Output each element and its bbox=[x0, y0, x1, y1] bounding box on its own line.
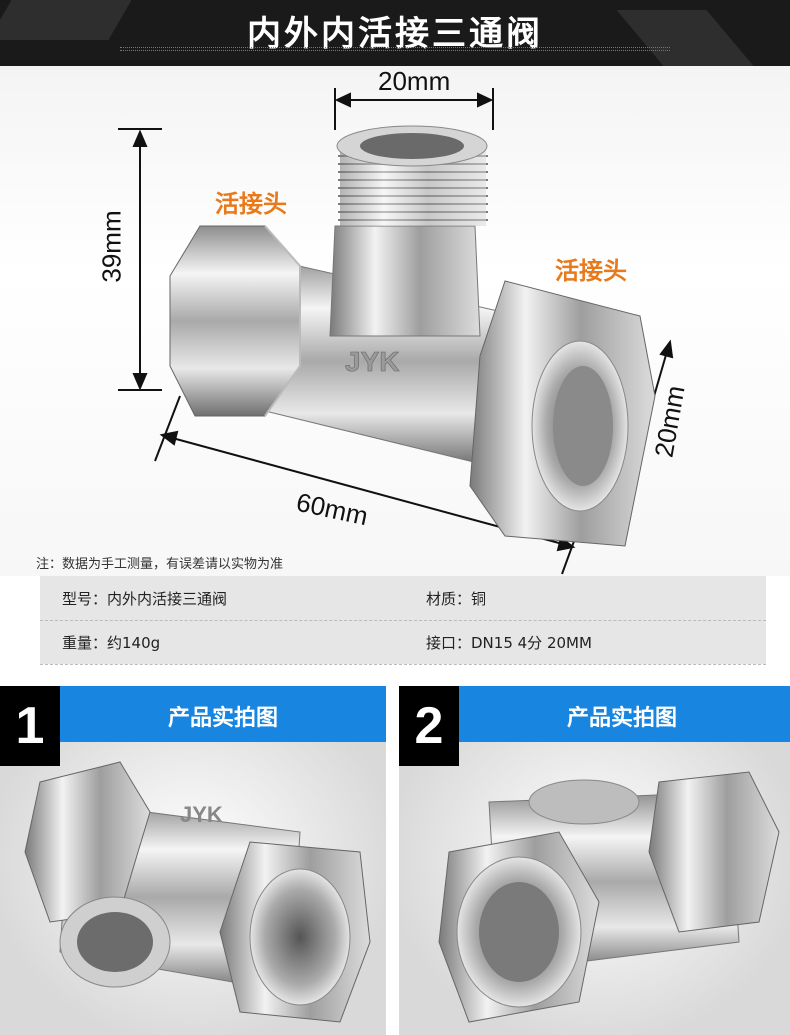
product-hero: JYK 20mm 39mm 20mm 60mm 活接头 活接头 bbox=[0, 66, 790, 576]
spec-row: 型号：内外内活接三通阀 材质：铜 bbox=[40, 576, 766, 621]
product-photo-illustration bbox=[438, 771, 780, 1023]
spec-interface: 接口：DN15 4分 20MM bbox=[426, 634, 592, 652]
panel-caption: 产品实拍图 bbox=[566, 706, 677, 731]
decor-line bbox=[120, 47, 670, 51]
tee-body: JYK bbox=[169, 125, 656, 547]
photo-panel-1: JYK 1 产品实拍图 bbox=[0, 686, 386, 1035]
photo-panel-2: 2 产品实拍图 bbox=[399, 686, 790, 1035]
right-union-label: 活接头 bbox=[555, 257, 627, 285]
product-photo-2 bbox=[399, 742, 790, 1035]
svg-text:JYK: JYK bbox=[180, 802, 223, 827]
spec-model: 型号：内外内活接三通阀 bbox=[62, 590, 228, 608]
spec-table: 型号：内外内活接三通阀 材质：铜 重量：约140g 接口：DN15 4分 20M… bbox=[40, 576, 766, 665]
dimension-top-label: 20mm bbox=[378, 66, 451, 96]
product-photo-illustration: JYK bbox=[24, 761, 371, 1023]
dimension-height-label: 39mm bbox=[96, 210, 127, 283]
measurement-note: 注：数据为手工测量，有误差请以实物为准 bbox=[36, 557, 284, 572]
panel-number: 2 bbox=[399, 686, 459, 766]
product-illustration: JYK bbox=[118, 88, 674, 575]
product-photo-1: JYK bbox=[0, 742, 386, 1035]
dimension-top bbox=[334, 88, 494, 130]
brand-logo: JYK bbox=[345, 346, 399, 377]
panel-number: 1 bbox=[0, 686, 60, 766]
spec-row: 重量：约140g 接口：DN15 4分 20MM bbox=[40, 620, 766, 665]
panel-header bbox=[399, 686, 790, 742]
dimension-height bbox=[118, 128, 162, 391]
panel-caption: 产品实拍图 bbox=[167, 706, 278, 731]
spec-weight: 重量：约140g bbox=[62, 634, 161, 652]
header-banner: 内外内活接三通阀 bbox=[0, 0, 790, 66]
panel-header bbox=[0, 686, 386, 742]
spec-material: 材质：铜 bbox=[426, 590, 487, 608]
left-union-label: 活接头 bbox=[215, 190, 287, 218]
